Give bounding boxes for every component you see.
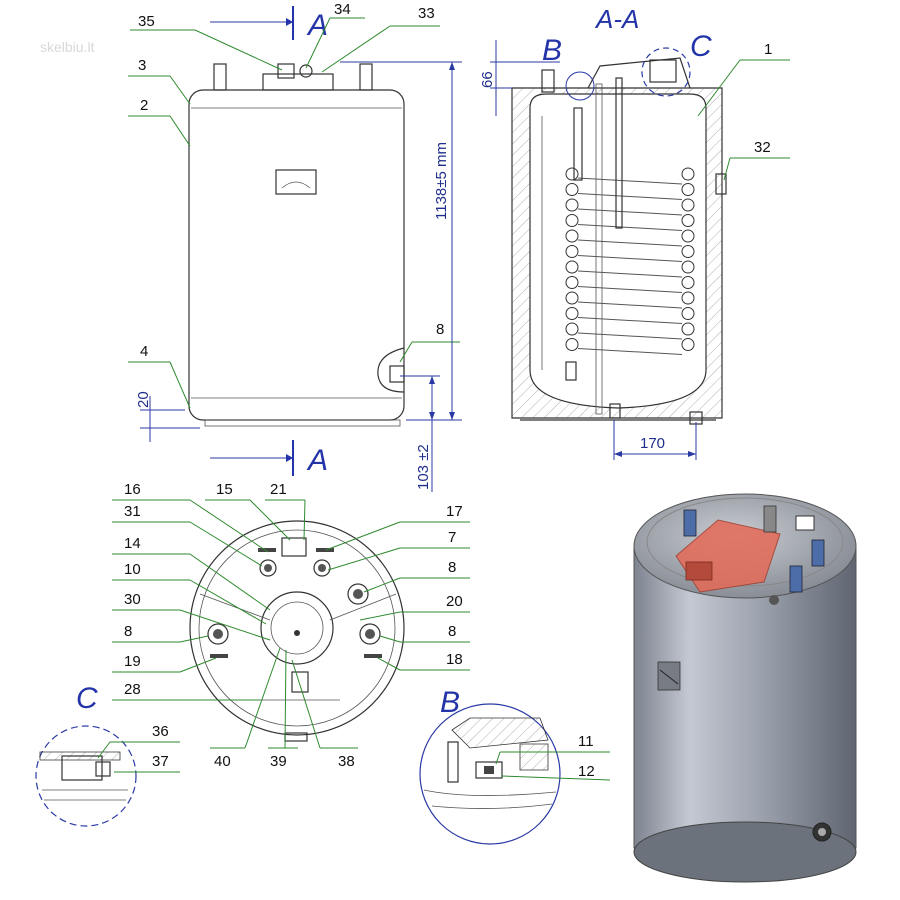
coil-segment	[577, 208, 683, 216]
callout-31: 31	[124, 503, 141, 520]
coil-left-turn	[565, 229, 579, 243]
callout-37: 37	[152, 753, 169, 770]
section-a-top-label: A	[306, 9, 328, 42]
coil-right-turn	[681, 338, 695, 351]
callout-4: 4	[140, 343, 148, 360]
callout-19: 19	[124, 653, 141, 670]
coil-right-turn	[681, 245, 695, 258]
callout-21: 21	[270, 481, 287, 498]
watermark: skelbiu.lt	[40, 39, 95, 55]
coil-segment	[577, 193, 683, 200]
callout-28: 28	[124, 681, 141, 698]
coil-segment	[577, 255, 683, 262]
coil-right-turn	[681, 322, 695, 336]
dim-bottom: 103 ±2	[415, 444, 432, 490]
callout-30: 30	[124, 591, 141, 608]
coil-left-turn	[565, 276, 579, 289]
cut-mark-a-top: A	[210, 6, 328, 42]
coil-left-turn	[565, 245, 579, 258]
callout-16: 16	[124, 481, 141, 498]
callout-2: 2	[140, 97, 148, 114]
callout-36: 36	[152, 723, 169, 740]
callout-35: 35	[138, 13, 155, 30]
section-title: A-A	[594, 4, 639, 34]
callout-11: 11	[578, 733, 594, 750]
coil-right-turn	[681, 276, 695, 289]
coil-right-turn	[681, 291, 695, 305]
callout-12: 12	[578, 763, 595, 780]
detail-b-title: B	[440, 686, 460, 719]
callout-15: 15	[216, 481, 233, 498]
detail-c: C 36 37	[35, 682, 180, 827]
top-view	[189, 520, 405, 742]
coil-right-turn	[681, 229, 695, 243]
coil-left-turn	[565, 183, 579, 196]
section-a-bottom-label: A	[306, 444, 328, 477]
coil-right-turn	[681, 198, 695, 212]
coil-right-turn	[681, 307, 695, 320]
front-dimensions: 1138±5 mm 20 103 ±2	[135, 61, 462, 492]
coil-segment	[577, 286, 683, 293]
detail-b-marker: B	[542, 34, 562, 67]
coil-right-turn	[681, 214, 695, 227]
coil-left-turn	[565, 198, 579, 212]
heat-exchanger-coil	[565, 167, 695, 355]
front-view	[188, 63, 405, 427]
coil-segment	[577, 177, 683, 185]
coil-right-turn	[681, 167, 695, 181]
dim-top: 66	[479, 71, 496, 88]
detail-c-marker: C	[690, 30, 712, 63]
coil-right-turn	[681, 260, 695, 274]
coil-left-turn	[565, 291, 579, 305]
coil-left-turn	[565, 322, 579, 336]
callout-20: 20	[446, 593, 463, 610]
callout-18: 18	[446, 651, 463, 668]
coil-segment	[577, 239, 683, 247]
dim-offset: 170	[640, 435, 665, 452]
coil-right-turn	[681, 183, 695, 196]
callout-8-right-top: 8	[448, 559, 456, 576]
callout-14: 14	[124, 535, 141, 552]
callout-34: 34	[334, 1, 351, 18]
product-render	[633, 493, 857, 883]
coil-segment	[577, 332, 683, 340]
callout-8-right: 8	[448, 623, 456, 640]
callout-8-left: 8	[124, 623, 132, 640]
callout-8-front: 8	[436, 321, 444, 338]
coil-segment	[577, 348, 683, 355]
detail-c-title: C	[76, 682, 98, 715]
coil-segment	[577, 301, 683, 309]
coil-left-turn	[565, 338, 579, 351]
callout-7: 7	[448, 529, 456, 546]
callout-3: 3	[138, 57, 146, 74]
callout-32: 32	[754, 139, 771, 156]
section-view: A-A B C 1 32 66	[479, 4, 790, 460]
dim-height: 1138±5 mm	[433, 142, 450, 220]
coil-left-turn	[565, 260, 579, 274]
callout-17: 17	[446, 503, 463, 520]
coil-left-turn	[565, 214, 579, 227]
front-callouts: 35 34 33 3 2 8 4	[128, 1, 460, 409]
callout-38: 38	[338, 753, 355, 770]
coil-left-turn	[565, 167, 579, 181]
callout-33: 33	[418, 5, 435, 22]
coil-segment	[577, 270, 683, 278]
detail-b: B 11 12	[419, 686, 611, 845]
callout-1: 1	[764, 41, 772, 58]
cut-mark-a-bottom: A	[210, 440, 328, 477]
coil-segment	[577, 317, 683, 324]
callout-40: 40	[214, 753, 231, 770]
coil-segment	[577, 224, 683, 231]
callout-10: 10	[124, 561, 141, 578]
dim-foot: 20	[135, 391, 152, 408]
coil-left-turn	[565, 307, 579, 320]
top-view-callouts: 16 15 21 17 31 14 7 10 8 30 20 8 8 19 18…	[112, 481, 470, 770]
callout-39: 39	[270, 753, 287, 770]
